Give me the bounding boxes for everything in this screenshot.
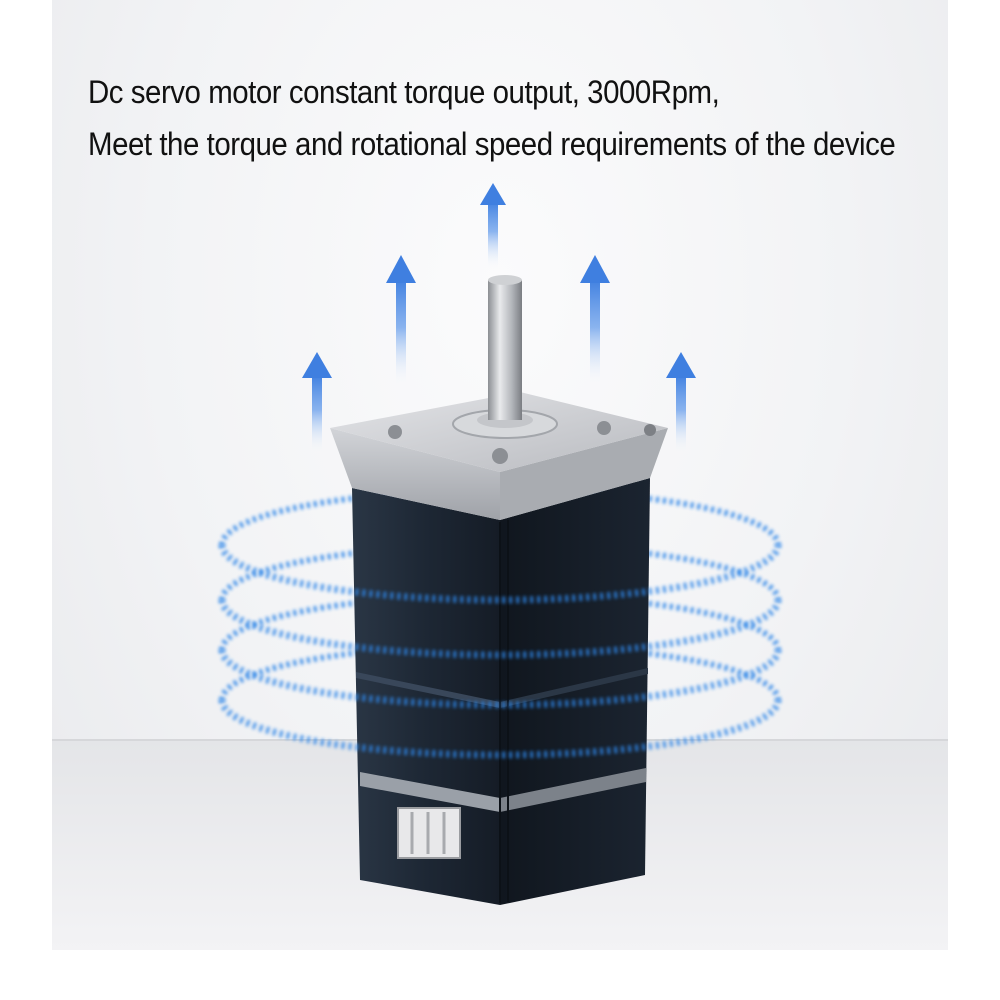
up-arrow-icon (480, 183, 506, 270)
servo-motor (330, 275, 668, 905)
headline-line-2: Meet the torque and rotational speed req… (88, 126, 896, 162)
magnetic-wave-icon (218, 544, 782, 759)
headline-line-1: Dc servo motor constant torque output, 3… (88, 74, 720, 110)
up-arrow-icon (666, 352, 696, 454)
up-arrow-icon (386, 255, 416, 388)
up-arrow-icon (302, 352, 332, 454)
up-arrow-icon (580, 255, 610, 388)
headline: Dc servo motor constant torque output, 3… (88, 66, 896, 170)
